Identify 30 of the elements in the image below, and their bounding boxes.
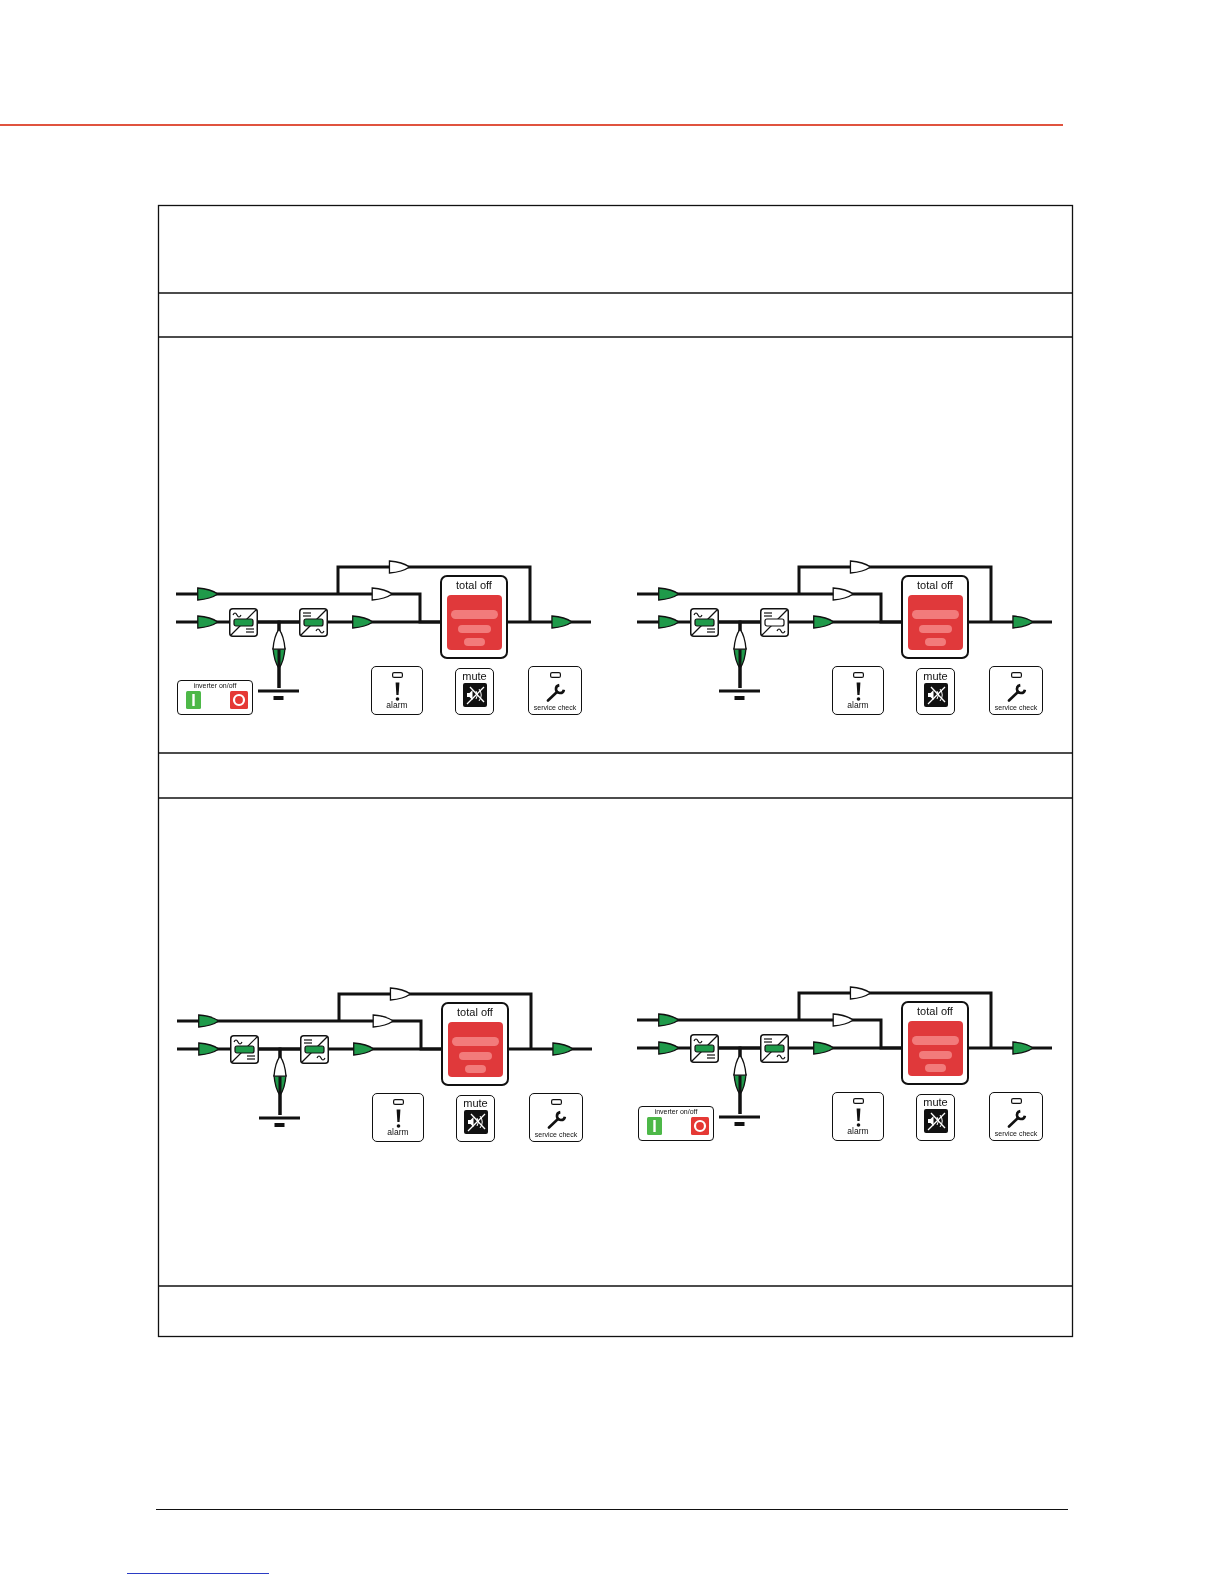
flow-arrow <box>637 587 901 624</box>
switch-panel <box>177 680 253 715</box>
flow-arrow <box>637 1013 901 1050</box>
rectifier-symbol <box>690 1034 719 1063</box>
battery-symbol <box>256 688 301 701</box>
off-button: total off <box>901 575 969 659</box>
inverter-symbol <box>299 608 328 637</box>
mute-button: mute <box>456 1095 495 1142</box>
off-button: total off <box>901 1001 969 1085</box>
mute-button: mute <box>455 668 494 715</box>
mute-button: mute <box>916 1094 955 1141</box>
inverter-symbol <box>300 1035 329 1064</box>
off-button: total off <box>440 575 508 659</box>
alarm-button: alarm <box>372 1093 424 1142</box>
battery-symbol <box>257 1115 302 1128</box>
flow-arrow <box>177 1014 441 1051</box>
rectifier-symbol <box>230 1035 259 1064</box>
inverter-symbol <box>760 1034 789 1063</box>
alarm-button: alarm <box>832 666 884 715</box>
rectifier-symbol <box>229 608 258 637</box>
battery-symbol <box>717 688 762 701</box>
alarm-button: alarm <box>832 1092 884 1141</box>
battery-symbol <box>717 1114 762 1127</box>
rectifier-symbol <box>690 608 719 637</box>
off-button: total off <box>441 1002 509 1086</box>
switch-panel <box>638 1106 714 1141</box>
inverter-symbol <box>760 608 789 637</box>
alarm-button: alarm <box>371 666 423 715</box>
mute-button: mute <box>916 668 955 715</box>
flow-arrow <box>176 587 440 624</box>
